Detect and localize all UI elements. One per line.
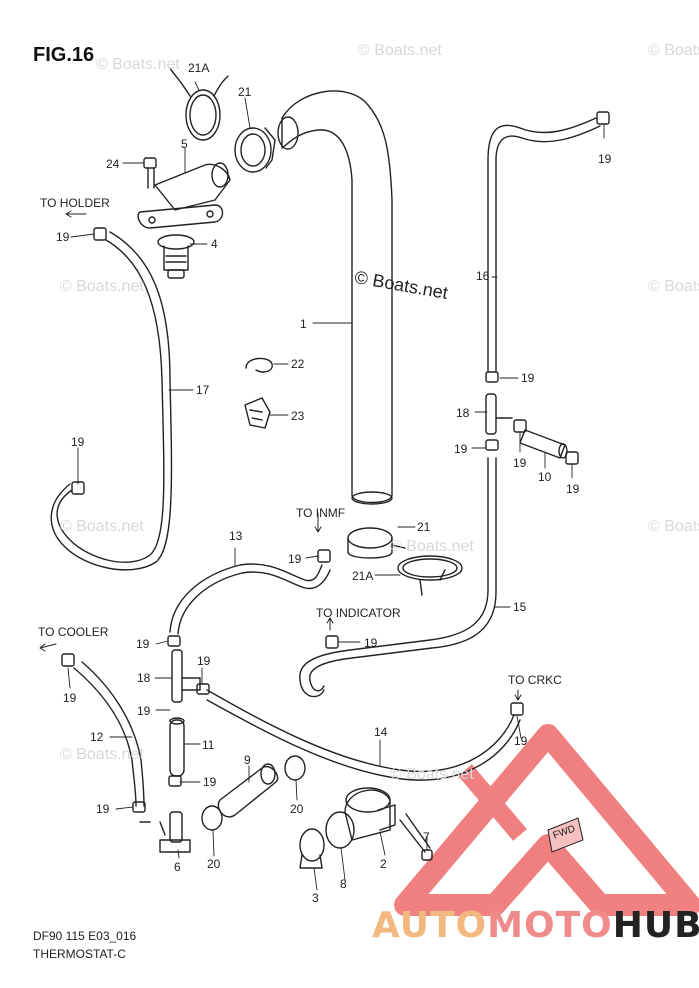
callout-16: 16 (476, 269, 490, 283)
watermark-faint: © Boats.net (96, 56, 180, 73)
hose-15 (299, 457, 497, 698)
callout-19: 19 (598, 152, 612, 166)
watermark-faint: © Boats.net (60, 278, 144, 295)
callout-19: 19 (56, 230, 70, 244)
callout-19: 19 (203, 775, 217, 789)
callout-19: 19 (71, 435, 85, 449)
callout-9: 9 (244, 753, 251, 767)
thermostat-3 (299, 828, 325, 869)
watermark-faint: © Boats.net (648, 42, 699, 59)
callout-5: 5 (181, 137, 188, 151)
housing-2 (344, 787, 396, 841)
callout-20: 20 (207, 857, 221, 871)
callout-8: 8 (340, 877, 347, 891)
fwd-badge (547, 817, 584, 853)
hose-16 (487, 117, 601, 373)
direction-arrows (39, 210, 522, 701)
clamp-21-bottom (347, 527, 406, 559)
callout-21a: 21A (352, 569, 374, 583)
callout-15: 15 (513, 600, 527, 614)
watermark-faint: © Boats.net (390, 538, 474, 555)
leader-lines (67, 81, 605, 891)
destination-to-crkc: TO CRKC (508, 673, 562, 687)
hose-12 (61, 653, 146, 813)
watermark-faint: © Boats.net (60, 746, 144, 763)
hose-14 (206, 689, 524, 781)
thermostat-4 (157, 234, 195, 279)
figure-subtitle: THERMOSTAT-C (33, 947, 126, 961)
callout-19: 19 (63, 691, 77, 705)
callout-19: 19 (521, 371, 535, 385)
joint-18-right (485, 371, 513, 451)
callout-19: 19 (364, 636, 378, 650)
callout-11: 11 (202, 738, 215, 752)
callout-23: 23 (291, 409, 305, 423)
figure-code: DF90 115 E03_016 (33, 929, 137, 943)
watermark-faint: © Boats.net (60, 518, 144, 535)
watermark-faint: © Boats.net (390, 766, 474, 783)
callout-19: 19 (137, 704, 151, 718)
brand-part-moto: MOTO (487, 905, 613, 946)
callout-7: 7 (423, 830, 430, 844)
callout-2: 2 (380, 857, 387, 871)
brand-part-auto: AUTO (372, 905, 488, 946)
clip-22 (245, 357, 273, 373)
main-hose-1 (277, 90, 393, 505)
callout-6: 6 (174, 860, 181, 874)
callout-13: 13 (229, 529, 243, 543)
spring-clamp-21a-bottom (397, 555, 463, 596)
clamp-19-top-right (596, 111, 610, 125)
hose-9 (217, 763, 279, 818)
brand-wordmark: AUTOMOTOHUB (372, 905, 699, 946)
callout-24: 24 (106, 157, 120, 171)
watermark-faint: © Boats.net (358, 42, 442, 59)
watermark-faint: © Boats.net (648, 278, 699, 295)
tee-joint-6 (139, 811, 191, 853)
callout-10: 10 (538, 470, 552, 484)
callout-14: 14 (374, 725, 388, 739)
callout-20: 20 (290, 802, 304, 816)
callout-21: 21 (417, 520, 431, 534)
figure-title: FIG.16 (33, 44, 95, 66)
callout-19: 19 (197, 654, 211, 668)
callout-19: 19 (514, 734, 528, 748)
callout-21: 21 (238, 85, 252, 99)
bracket-23 (244, 397, 271, 429)
callout-18: 18 (137, 671, 151, 685)
callout-3: 3 (312, 891, 319, 905)
callout-22: 22 (291, 357, 305, 371)
hose-13 (167, 549, 331, 647)
callout-4: 4 (211, 237, 218, 251)
callout-1: 1 (300, 317, 307, 331)
callout-21a: 21A (188, 61, 210, 75)
callout-19: 19 (454, 442, 468, 456)
brand-logo-triangle (394, 724, 699, 916)
thermostat-cover-5 (137, 162, 231, 229)
callout-12: 12 (90, 730, 104, 744)
destination-to-indicator: TO INDICATOR (316, 606, 401, 620)
hose-11 (168, 717, 185, 787)
bolt-24 (143, 157, 157, 189)
spring-clamp-21a-top (169, 67, 229, 141)
callout-18: 18 (456, 406, 470, 420)
joint-18-center (171, 649, 210, 703)
callout-19: 19 (566, 482, 580, 496)
callout-17: 17 (196, 383, 210, 397)
watermark-faint: © Boats.net (648, 518, 699, 535)
clamp-21-top (234, 127, 276, 173)
destination-to-inmf: TO INMF (296, 506, 346, 520)
callout-19: 19 (96, 802, 110, 816)
callout-19: 19 (136, 637, 150, 651)
destination-to-cooler: TO COOLER (38, 625, 109, 639)
o-ring-8 (325, 811, 355, 849)
callout-19: 19 (288, 552, 302, 566)
callout-19: 19 (513, 456, 527, 470)
clamps-20 (201, 755, 306, 831)
brand-part-hub: HUB (612, 905, 699, 946)
destination-to-holder: TO HOLDER (40, 196, 110, 210)
